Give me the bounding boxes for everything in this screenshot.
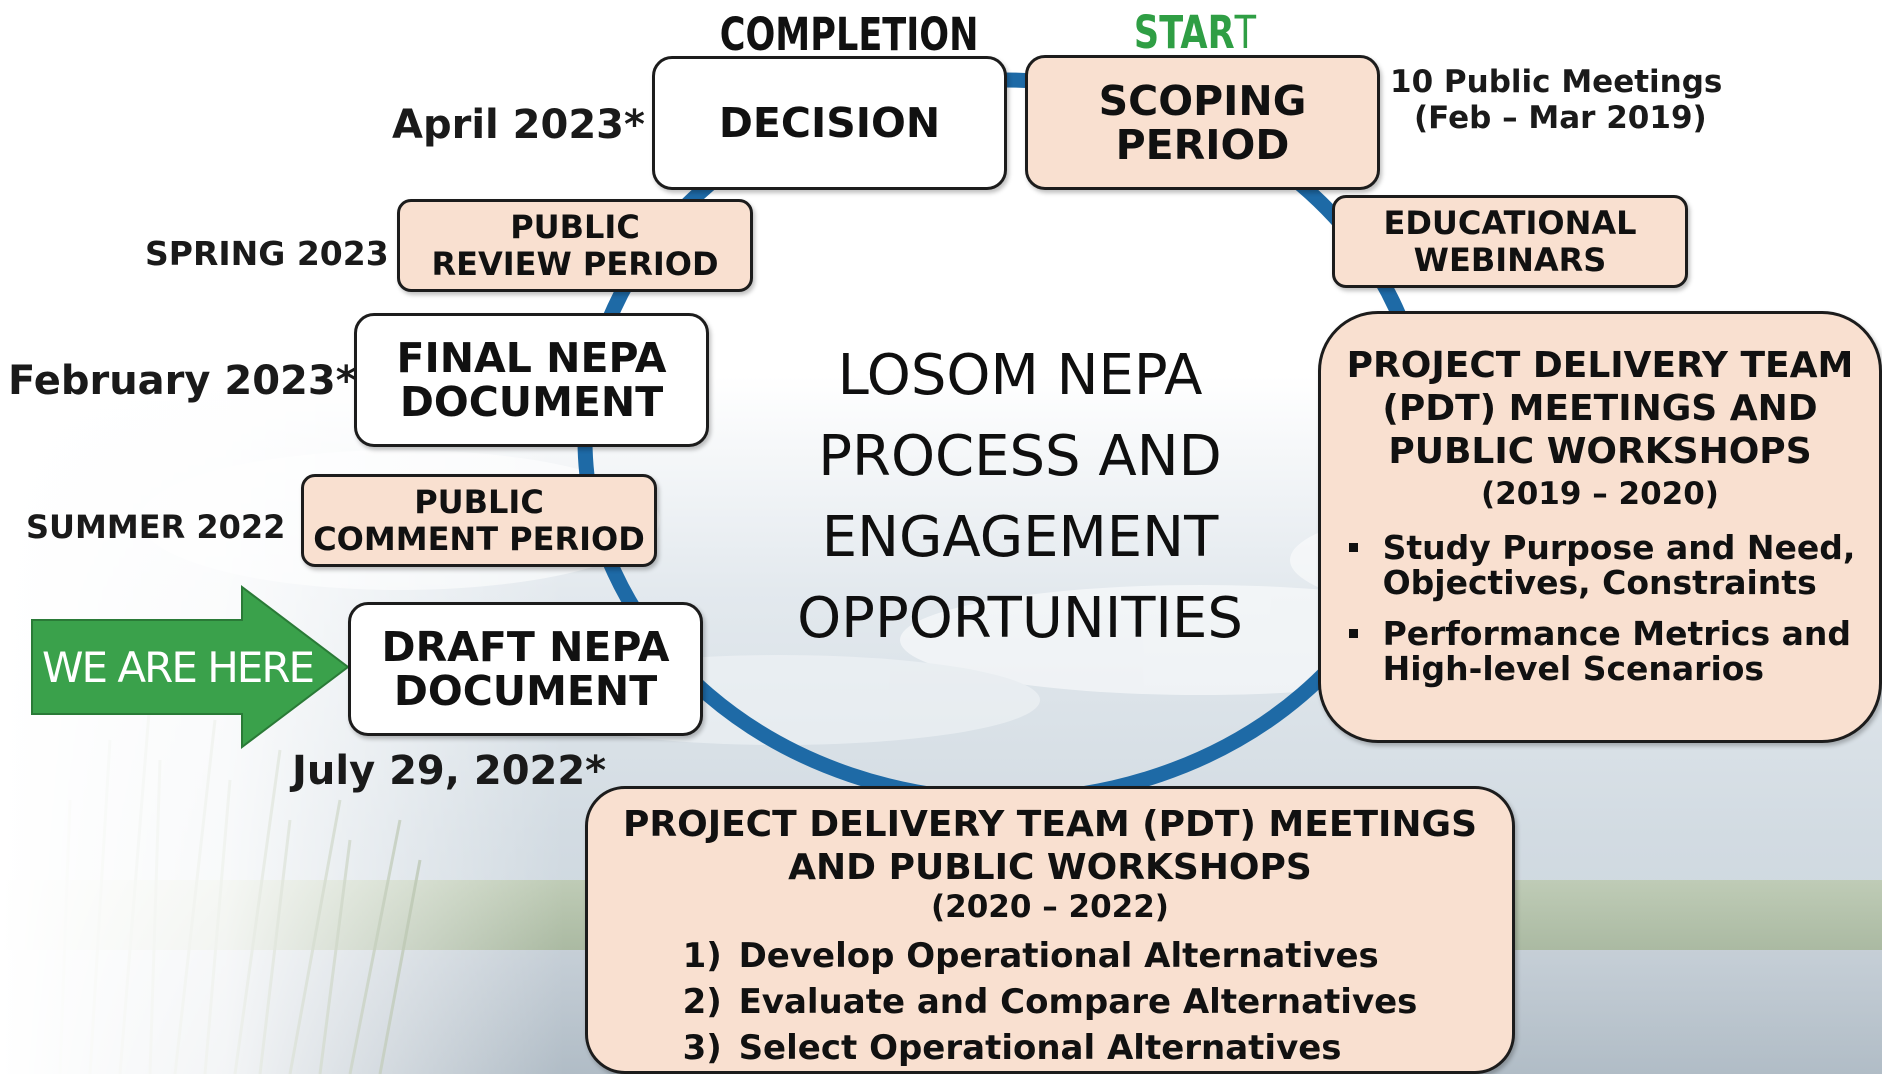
public-review-period-box: PUBLIC REVIEW PERIOD xyxy=(397,199,753,292)
list-item: 2)Evaluate and Compare Alternatives xyxy=(682,982,1418,1022)
list-item: 3)Select Operational Alternatives xyxy=(682,1028,1342,1068)
draft-nepa-date: July 29, 2022* xyxy=(292,748,607,794)
decision-box: DECISION xyxy=(652,56,1007,190)
center-title-line: LOSOM NEPA xyxy=(837,343,1203,408)
pdt-2020-steps: 1)Develop Operational Alternatives 2)Eva… xyxy=(683,933,1418,1071)
educational-webinars-box: EDUCATIONAL WEBINARS xyxy=(1332,195,1688,288)
center-title: LOSOM NEPA PROCESS AND ENGAGEMENT OPPORT… xyxy=(760,335,1280,659)
final-nepa-document-box: FINAL NEPA DOCUMENT xyxy=(354,313,709,447)
public-review-date: SPRING 2023 xyxy=(145,234,389,273)
list-item: 1)Develop Operational Alternatives xyxy=(682,936,1379,976)
pdt-2019-topics: Study Purpose and Need, Objectives, Cons… xyxy=(1345,530,1856,702)
start-label: START xyxy=(1133,6,1257,59)
decision-date: April 2023* xyxy=(392,102,645,148)
pdt-meetings-2019-box: PROJECT DELIVERY TEAM (PDT) MEETINGS AND… xyxy=(1318,311,1882,743)
center-title-line: ENGAGEMENT xyxy=(821,505,1219,570)
list-item: Performance Metrics and High-level Scena… xyxy=(1345,616,1856,686)
draft-nepa-document-box: DRAFT NEPA DOCUMENT xyxy=(348,602,703,736)
scoping-meetings-note: 10 Public Meetings (Feb – Mar 2019) xyxy=(1390,64,1723,136)
center-title-line: OPPORTUNITIES xyxy=(797,586,1243,651)
pdt-meetings-2020-box: PROJECT DELIVERY TEAM (PDT) MEETINGS AND… xyxy=(585,786,1515,1074)
public-comment-period-box: PUBLIC COMMENT PERIOD xyxy=(301,474,657,567)
we-are-here-arrow xyxy=(31,584,350,750)
list-item: Study Purpose and Need, Objectives, Cons… xyxy=(1345,530,1855,600)
completion-label: COMPLETION xyxy=(719,8,979,61)
we-are-here-label: WE ARE HERE xyxy=(42,643,315,692)
public-comment-date: SUMMER 2022 xyxy=(26,508,286,546)
final-nepa-date: February 2023* xyxy=(8,358,357,404)
scoping-period-box: SCOPING PERIOD xyxy=(1025,55,1380,190)
center-title-line: PROCESS AND xyxy=(818,424,1222,489)
